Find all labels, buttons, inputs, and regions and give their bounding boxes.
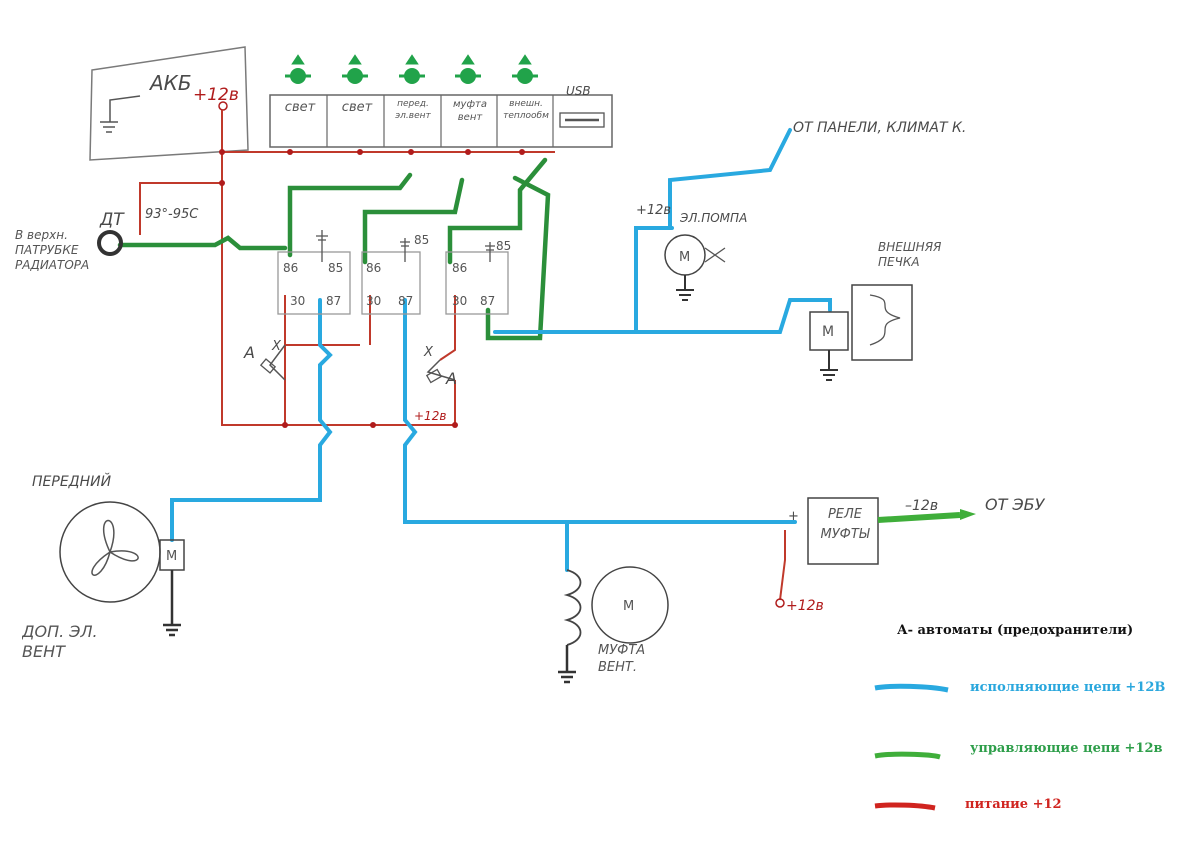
battery-box: АКБ +12в	[89, 46, 249, 161]
pump-motor: M	[679, 250, 690, 265]
legend-swatches	[874, 683, 949, 811]
relay-1-pin30: 30	[290, 294, 305, 308]
climate-label: ОТ ПАНЕЛИ, КЛИМАТ К.	[793, 120, 966, 136]
legend-power: питание +12	[965, 797, 1062, 812]
indicator-light-icon	[285, 54, 538, 84]
heater-label: ВНЕШНЯЯ ПЕЧКА	[878, 240, 942, 269]
relay-2: 86 85 30 87	[361, 233, 429, 315]
clutch-relay-supply: +12в	[786, 598, 824, 614]
front-fan-bottom: ДОП. ЭЛ. ВЕНТ	[22, 622, 98, 661]
front-fan-motor: M	[166, 549, 177, 564]
exec-wires	[170, 128, 832, 572]
fuse-left-label: A	[243, 343, 255, 362]
relay-1-pin85: 85	[328, 261, 343, 275]
clutch-relay-plus: +	[788, 509, 799, 524]
temp-sensor: ДТ 93°-95С В верхн. ПАТРУБКЕ РАДИАТОРА	[15, 207, 199, 272]
sensor-label: ДТ	[99, 210, 125, 230]
fuse-right-mark: X	[423, 345, 434, 360]
relay-3-pin86: 86	[452, 261, 467, 275]
pump-label: ЭЛ.ПОМПА	[679, 211, 747, 225]
relay-1: 86 85 30 87	[277, 230, 351, 315]
sensor-location: В верхн. ПАТРУБКЕ РАДИАТОРА	[15, 228, 90, 272]
clutch-relay-ecu: ОТ ЭБУ	[985, 495, 1046, 514]
pump-voltage: +12в	[636, 203, 671, 218]
fuse-v12: +12в	[414, 409, 446, 423]
switch-label-3[interactable]: перед. эл.вент	[395, 99, 431, 121]
battery-voltage: +12в	[193, 85, 239, 105]
switch-label-5[interactable]: внешн. теплообм	[503, 99, 549, 121]
relay-2-pin87: 87	[398, 294, 413, 308]
clutch-fan-motor: M	[623, 599, 634, 614]
clutch-relay-label: РЕЛЕ МУФТЫ	[820, 507, 870, 542]
relay-3-pin87: 87	[480, 294, 495, 308]
relay-3: 86 85 30 87	[445, 239, 511, 315]
clutch-relay-minus: –12в	[905, 498, 938, 514]
fuse-left-mark: X	[271, 339, 282, 354]
fuse-right: A X +12в	[414, 345, 457, 423]
relay-2-pin86: 86	[366, 261, 381, 275]
relay-2-pin30: 30	[366, 294, 381, 308]
relay-3-pin85: 85	[496, 239, 511, 253]
fuse-left: A X	[243, 339, 286, 381]
clutch-fan: M МУФТА ВЕНТ.	[558, 566, 669, 684]
switch-label-2[interactable]: свет	[341, 100, 373, 115]
legend-title: А- автоматы (предохранители)	[897, 623, 1134, 638]
switch-label-1[interactable]: свет	[284, 100, 316, 115]
front-fan-top: ПЕРЕДНИЙ	[32, 472, 112, 490]
power-nodes	[219, 149, 525, 428]
external-heater: M ВНЕШНЯЯ ПЕЧКА	[809, 240, 942, 381]
relay-1-pin87: 87	[326, 294, 341, 308]
power-wires	[139, 110, 786, 601]
control-wires	[117, 157, 551, 341]
front-fan: M ПЕРЕДНИЙ ДОП. ЭЛ. ВЕНТ	[22, 472, 185, 661]
relay-2-pin85: 85	[414, 233, 429, 247]
clutch-relay: РЕЛЕ МУФТЫ + –12в ОТ ЭБУ +12в	[775, 495, 1046, 614]
heater-motor: M	[822, 324, 834, 340]
legend-exec: исполняющие цепи +12В	[970, 680, 1166, 695]
relay-1-pin86: 86	[283, 261, 298, 275]
electric-pump: M ЭЛ.ПОМПА +12в	[636, 203, 747, 301]
switch-label-4[interactable]: муфта вент	[453, 99, 487, 123]
fuse-right-label: A	[445, 369, 457, 388]
clutch-fan-label: МУФТА ВЕНТ.	[598, 643, 646, 675]
legend-control: управляющие цепи +12в	[970, 741, 1163, 756]
usb-label: USB	[566, 84, 591, 98]
relay-3-pin30: 30	[452, 294, 467, 308]
battery-label: АКБ	[148, 71, 192, 95]
switch-panel: USB	[269, 54, 613, 148]
sensor-temp: 93°-95С	[145, 207, 199, 222]
